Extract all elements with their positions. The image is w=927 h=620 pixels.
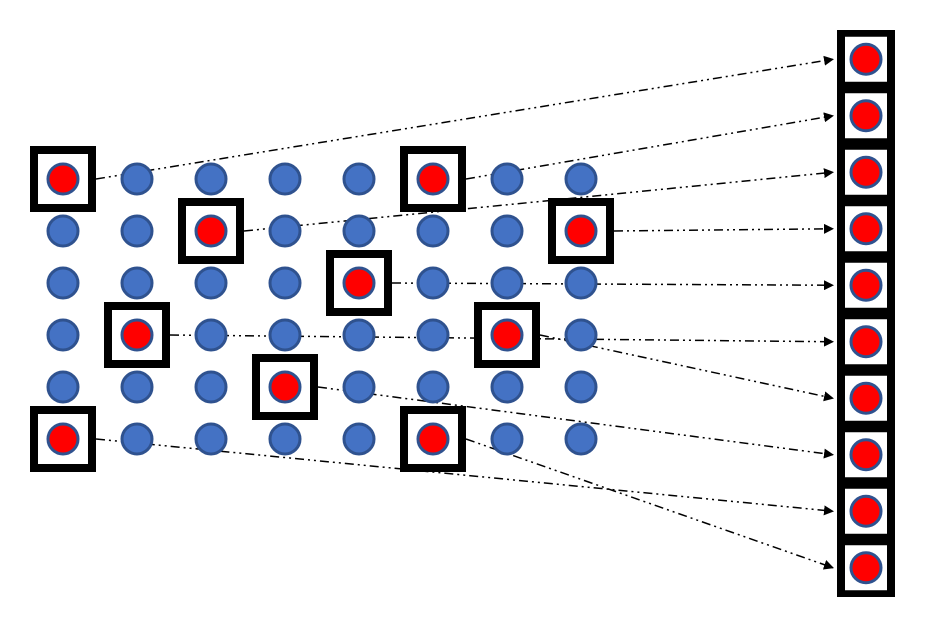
output-dot [849,381,883,415]
grid-dot [416,266,450,300]
grid-dot [268,162,302,196]
grid-dot [268,318,302,352]
grid-dot [490,214,524,248]
grid-dot [120,214,154,248]
dot-grid [30,146,614,472]
selected-dot [268,370,302,404]
grid-dot [564,162,598,196]
grid-dot [268,214,302,248]
output-dot [849,438,883,472]
grid-dot [268,422,302,456]
selected-dot [194,214,228,248]
grid-dot [564,422,598,456]
selected-dot [490,318,524,352]
grid-dot [342,318,376,352]
output-dot [849,551,883,585]
grid-dot [416,318,450,352]
grid-dot [490,422,524,456]
selected-dot [416,422,450,456]
grid-dot [564,370,598,404]
grid-dot [342,422,376,456]
selected-dot [46,422,80,456]
grid-dot [120,266,154,300]
selection-box [400,146,466,212]
grid-dot [268,266,302,300]
grid-dot [490,162,524,196]
mapping-arrow [613,223,834,234]
output-dot [849,42,883,76]
arrows-layer [95,55,834,570]
mapping-arrow [465,112,834,180]
selected-dot [46,162,80,196]
selected-dot [342,266,376,300]
grid-dot [120,422,154,456]
mapping-arrow [243,168,834,232]
grid-dot [490,370,524,404]
output-dot [849,155,883,189]
grid-dot [564,318,598,352]
grid-dot [46,214,80,248]
selection-box [30,146,96,212]
grid-dot [46,318,80,352]
grid-dot [416,370,450,404]
selected-dot [564,214,598,248]
mapping-arrow [95,438,834,516]
selected-dot [416,162,450,196]
grid-dot [194,370,228,404]
output-dot [849,268,883,302]
mapping-arrow [391,280,834,291]
grid-dot [416,214,450,248]
grid-dot [120,370,154,404]
grid-dot [342,162,376,196]
output-dot [849,212,883,246]
selection-box [178,198,244,264]
output-dot [849,494,883,528]
mapping-arrow [317,386,834,459]
grid-dot [194,318,228,352]
output-dot [849,99,883,133]
grid-dot [490,266,524,300]
selected-dot [120,318,154,352]
output-vector [837,30,895,597]
grid-dot [194,162,228,196]
grid-dot [564,266,598,300]
grid-dot [342,370,376,404]
grid-dot [120,162,154,196]
grid-dot [46,370,80,404]
grid-dot [46,266,80,300]
grid-dot [342,214,376,248]
output-dot [849,325,883,359]
grid-dot [194,422,228,456]
mapping-arrow [465,438,834,570]
grid-dot [194,266,228,300]
